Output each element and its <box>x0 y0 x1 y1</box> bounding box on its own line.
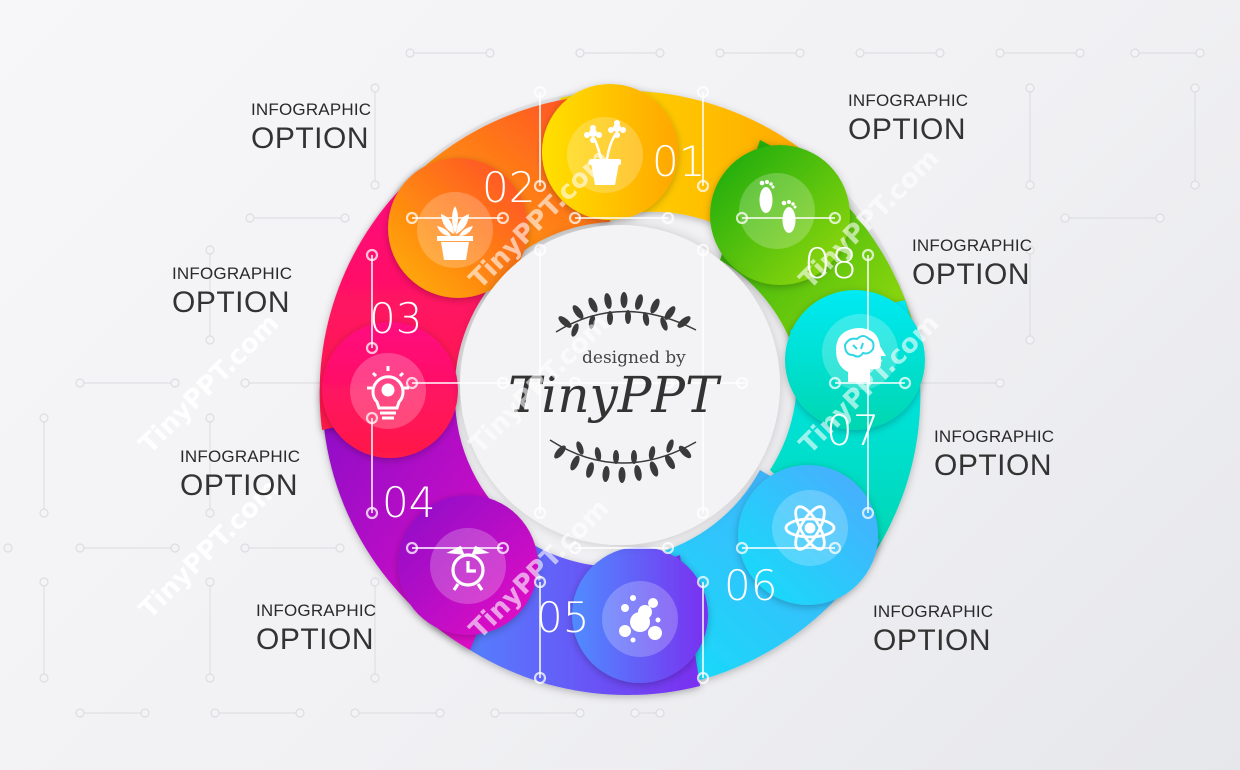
atom-icon <box>784 505 836 551</box>
label-big-text: OPTION <box>848 113 967 146</box>
segment-01-head[interactable] <box>542 84 678 220</box>
laurel-bottom-icon <box>549 439 697 483</box>
segment-06-icon-badge[interactable] <box>772 490 848 566</box>
label-small-text: INFOGRAPHIC <box>848 91 969 110</box>
segment-03-icon-badge[interactable] <box>350 353 426 429</box>
label-big-text: OPTION <box>912 258 1031 291</box>
label-small-text: INFOGRAPHIC <box>912 236 1033 255</box>
segment-07-number: 07 <box>826 406 879 455</box>
label-mid-lower-right: INFOGRAPHIC OPTION <box>934 428 1054 481</box>
bubbles-icon <box>619 595 662 643</box>
logo-designed-by: designed by <box>582 348 686 368</box>
segment-08-head[interactable] <box>710 145 850 285</box>
label-big-text: OPTION <box>934 449 1053 482</box>
segment-04-number: 04 <box>382 478 435 527</box>
segment-04-icon-badge[interactable] <box>430 528 506 604</box>
label-big-text: OPTION <box>256 623 375 656</box>
segment-03-number: 03 <box>369 294 422 343</box>
label-mid-lower-left: INFOGRAPHIC OPTION <box>180 448 300 501</box>
label-big-text: OPTION <box>180 469 299 502</box>
label-mid-upper-left: INFOGRAPHIC OPTION <box>172 265 292 318</box>
footprints-icon <box>759 180 797 233</box>
laurel-top-icon <box>555 292 697 337</box>
label-bottom-left: INFOGRAPHIC OPTION <box>256 602 376 655</box>
segment-05-icon-badge[interactable] <box>602 581 678 657</box>
flower-pot-icon <box>584 120 626 185</box>
segment-06-head[interactable] <box>738 465 878 605</box>
label-big-text: OPTION <box>873 624 992 657</box>
segment-numbers: 01 02 03 04 05 06 07 08 <box>369 137 879 642</box>
label-big-text: OPTION <box>251 122 370 155</box>
label-bottom-right: INFOGRAPHIC OPTION <box>873 603 993 656</box>
background-circuit-grid <box>3 48 1205 718</box>
segment-07-icon-badge[interactable] <box>822 314 898 390</box>
segment-02-icon-badge[interactable] <box>417 192 493 268</box>
segment-05-number: 05 <box>536 593 589 642</box>
logo-tinyppt: TinyPPT <box>508 366 722 424</box>
label-small-text: INFOGRAPHIC <box>180 447 301 466</box>
center-logo: designed by TinyPPT <box>508 292 722 483</box>
segment-01-number: 01 <box>652 137 705 186</box>
label-big-text: OPTION <box>172 286 291 319</box>
label-top-left: INFOGRAPHIC OPTION <box>251 101 371 154</box>
label-small-text: INFOGRAPHIC <box>873 602 994 621</box>
icon-badges <box>350 117 898 657</box>
label-small-text: INFOGRAPHIC <box>256 601 377 620</box>
segment-02-number: 02 <box>482 163 535 212</box>
brain-head-icon <box>836 328 886 382</box>
label-small-text: INFOGRAPHIC <box>251 100 372 119</box>
segment-06-number: 06 <box>724 561 777 610</box>
segment-01-icon-badge[interactable] <box>567 117 643 193</box>
label-top-right: INFOGRAPHIC OPTION <box>848 92 968 145</box>
segment-08-number: 08 <box>804 239 857 288</box>
ring-circuit-lines <box>365 85 912 685</box>
lightbulb-gear-icon <box>367 366 409 420</box>
alarm-clock-icon <box>446 545 490 591</box>
succulent-plant-icon <box>437 206 473 260</box>
segment-08-icon-badge[interactable] <box>739 173 815 249</box>
label-mid-upper-right: INFOGRAPHIC OPTION <box>912 237 1032 290</box>
label-small-text: INFOGRAPHIC <box>934 427 1055 446</box>
label-small-text: INFOGRAPHIC <box>172 264 293 283</box>
